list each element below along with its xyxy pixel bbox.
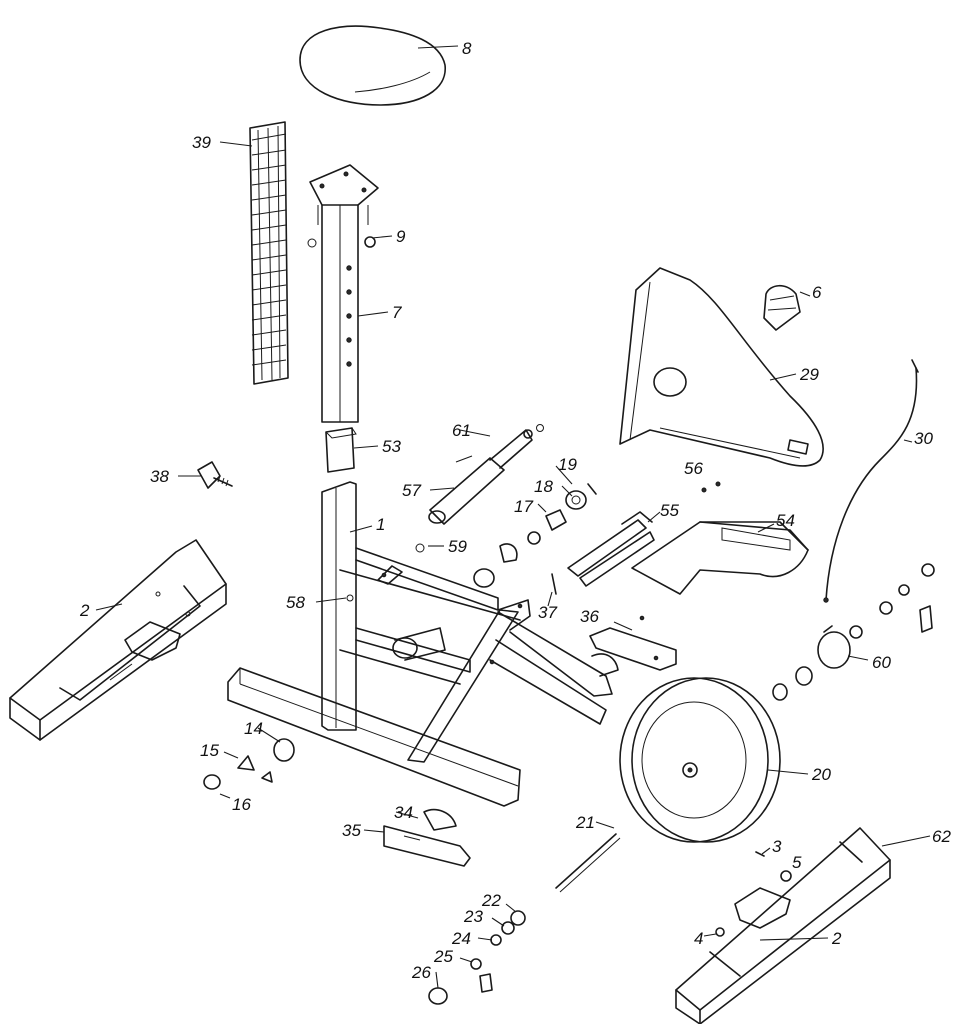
callout-35: 35 xyxy=(342,821,361,840)
seat-part xyxy=(299,25,446,106)
callout-6: 6 xyxy=(812,283,822,302)
seat-post-part xyxy=(307,164,379,423)
shock-absorber-part xyxy=(428,424,544,525)
callout-24: 24 xyxy=(451,929,471,948)
callout-20: 20 xyxy=(811,765,831,784)
flywheel-part xyxy=(619,677,781,843)
callout-26: 26 xyxy=(411,963,431,982)
brake-assembly-part xyxy=(567,481,809,595)
callout-2-left: 2 xyxy=(79,601,90,620)
callout-4: 4 xyxy=(694,929,703,948)
callout-57: 57 xyxy=(402,481,421,500)
callout-17: 17 xyxy=(514,497,533,516)
callout-60: 60 xyxy=(872,653,891,672)
callout-15: 15 xyxy=(200,741,219,760)
callout-16: 16 xyxy=(232,795,251,814)
callout-38: 38 xyxy=(150,467,169,486)
callout-5: 5 xyxy=(792,853,802,872)
resistance-knob-part xyxy=(763,284,801,331)
callout-37: 37 xyxy=(538,603,557,622)
callout-34: 34 xyxy=(394,803,413,822)
foot-hardware-part xyxy=(715,851,792,937)
pulley-60-part xyxy=(772,563,935,701)
seat-post-foam-part xyxy=(249,121,289,385)
callout-9: 9 xyxy=(396,227,406,246)
tension-cable-part xyxy=(823,359,919,603)
insert-53-part xyxy=(325,427,357,473)
callout-55: 55 xyxy=(660,501,679,520)
callout-36: 36 xyxy=(580,607,599,626)
callout-59: 59 xyxy=(448,537,467,556)
main-frame-part xyxy=(227,481,613,807)
callout-39: 39 xyxy=(192,133,211,152)
crank-hardware-part xyxy=(346,483,597,602)
callout-21: 21 xyxy=(575,813,595,832)
callout-18: 18 xyxy=(534,477,553,496)
bracket-36-part xyxy=(589,615,677,677)
callout-54: 54 xyxy=(776,511,795,530)
leader-lines xyxy=(95,45,931,989)
callout-29: 29 xyxy=(799,365,819,384)
pedal-hardware-part xyxy=(203,738,295,790)
callout-labels: 8 39 9 7 53 38 61 57 1 59 58 2 14 15 16 … xyxy=(79,39,951,982)
callout-19: 19 xyxy=(558,455,577,474)
right-base-foot-part xyxy=(675,827,891,1024)
callout-25: 25 xyxy=(433,947,453,966)
callout-7: 7 xyxy=(392,303,402,322)
crank-nut-hardware-part xyxy=(428,910,526,1005)
callout-56: 56 xyxy=(684,459,703,478)
nut-9-part xyxy=(364,236,376,248)
callout-62: 62 xyxy=(932,827,951,846)
chain-guard-housing-part xyxy=(619,267,824,467)
callout-2-right: 2 xyxy=(831,929,842,948)
left-base-foot-part xyxy=(9,539,227,741)
callout-14: 14 xyxy=(244,719,263,738)
plate-34-35-part xyxy=(383,808,471,867)
callout-53: 53 xyxy=(382,437,401,456)
callout-61: 61 xyxy=(452,421,471,440)
axle-21-part xyxy=(555,833,621,893)
callout-58: 58 xyxy=(286,593,305,612)
callout-3: 3 xyxy=(772,837,782,856)
callout-23: 23 xyxy=(463,907,483,926)
callout-22: 22 xyxy=(481,891,501,910)
adjust-knob-part xyxy=(197,461,233,489)
callout-8: 8 xyxy=(462,39,472,58)
callout-1: 1 xyxy=(376,515,385,534)
callout-30: 30 xyxy=(914,429,933,448)
